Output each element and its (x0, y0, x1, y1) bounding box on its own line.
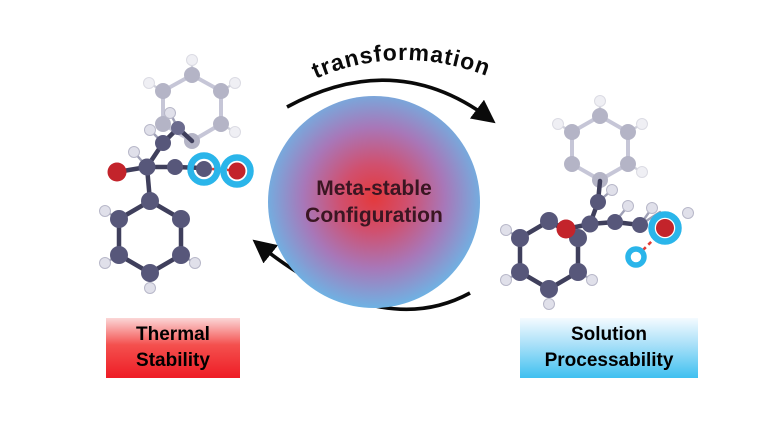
molecule-right (500, 95, 694, 310)
left-oxygen-atom (107, 162, 127, 182)
molecule-left (99, 54, 254, 294)
solution-processability-label: Solution Processability (520, 318, 698, 378)
left-highlighted-bond (187, 152, 254, 188)
right-highlight-ring-1 (625, 246, 647, 268)
right-highlight-ring-2 (648, 211, 682, 245)
left-highlight-ring-2 (220, 154, 254, 188)
transformation-arc-text: transformation (308, 39, 495, 84)
left-back-ring (143, 54, 241, 149)
thermal-label-line1: Thermal (136, 324, 210, 346)
transformation-arrow-top (286, 78, 496, 124)
right-highlighted-bond (625, 211, 682, 268)
meta-stable-circle: Meta-stable Configuration (268, 96, 480, 308)
solution-label-line2: Processability (544, 350, 674, 371)
thermal-stability-label: Thermal Stability (106, 318, 240, 378)
meta-stable-line1: Meta-stable (316, 176, 432, 200)
left-front-ring-bonds (116, 198, 184, 276)
right-back-ring (552, 95, 648, 188)
meta-stable-line2: Configuration (305, 204, 443, 227)
solution-label-line1: Solution (571, 324, 647, 346)
thermal-label-line2: Stability (136, 350, 210, 371)
left-highlight-ring-1 (187, 152, 221, 186)
right-oxygen-atom (556, 219, 576, 239)
